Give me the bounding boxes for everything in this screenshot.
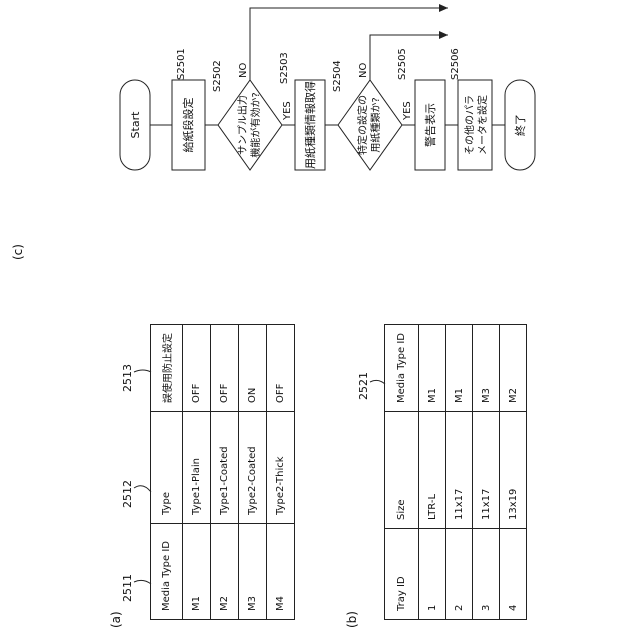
step-s2503-label: 用紙種類情報取得 bbox=[303, 81, 317, 169]
step-s2502-yes: YES bbox=[282, 101, 293, 121]
arrow-head bbox=[439, 31, 448, 39]
step-s2504-yes: YES bbox=[402, 101, 413, 121]
step-s2506-id: S2506 bbox=[450, 48, 461, 80]
step-s2503-id: S2503 bbox=[279, 52, 290, 84]
step-s2504-no: NO bbox=[358, 63, 369, 78]
step-s2502-no: NO bbox=[238, 63, 249, 78]
step-s2502-label-line1: サンプル出力 bbox=[236, 95, 249, 155]
step-s2501-id: S2501 bbox=[176, 48, 187, 80]
step-s2506-label-line1: その他のパラ bbox=[463, 95, 476, 155]
step-s2505-id: S2505 bbox=[397, 48, 408, 80]
step-s2506-label-line2: メータを設定 bbox=[476, 95, 489, 155]
step-s2504-decision bbox=[338, 80, 402, 170]
end-label: 終了 bbox=[513, 114, 527, 136]
step-s2504-label-line2: 用紙種類か? bbox=[369, 97, 382, 152]
start-label: Start bbox=[129, 111, 142, 139]
step-s2502-id: S2502 bbox=[212, 60, 223, 92]
step-s2502-decision bbox=[218, 80, 282, 170]
step-s2504-id: S2504 bbox=[332, 60, 343, 92]
step-s2505-label: 警告表示 bbox=[423, 103, 437, 147]
step-s2502-label-line2: 機能が有効か? bbox=[249, 92, 262, 157]
arrow-head bbox=[439, 4, 448, 12]
step-s2504-label-line1: 特定の設定の bbox=[356, 95, 369, 155]
step-s2501-label: 給紙段設定 bbox=[181, 98, 195, 153]
